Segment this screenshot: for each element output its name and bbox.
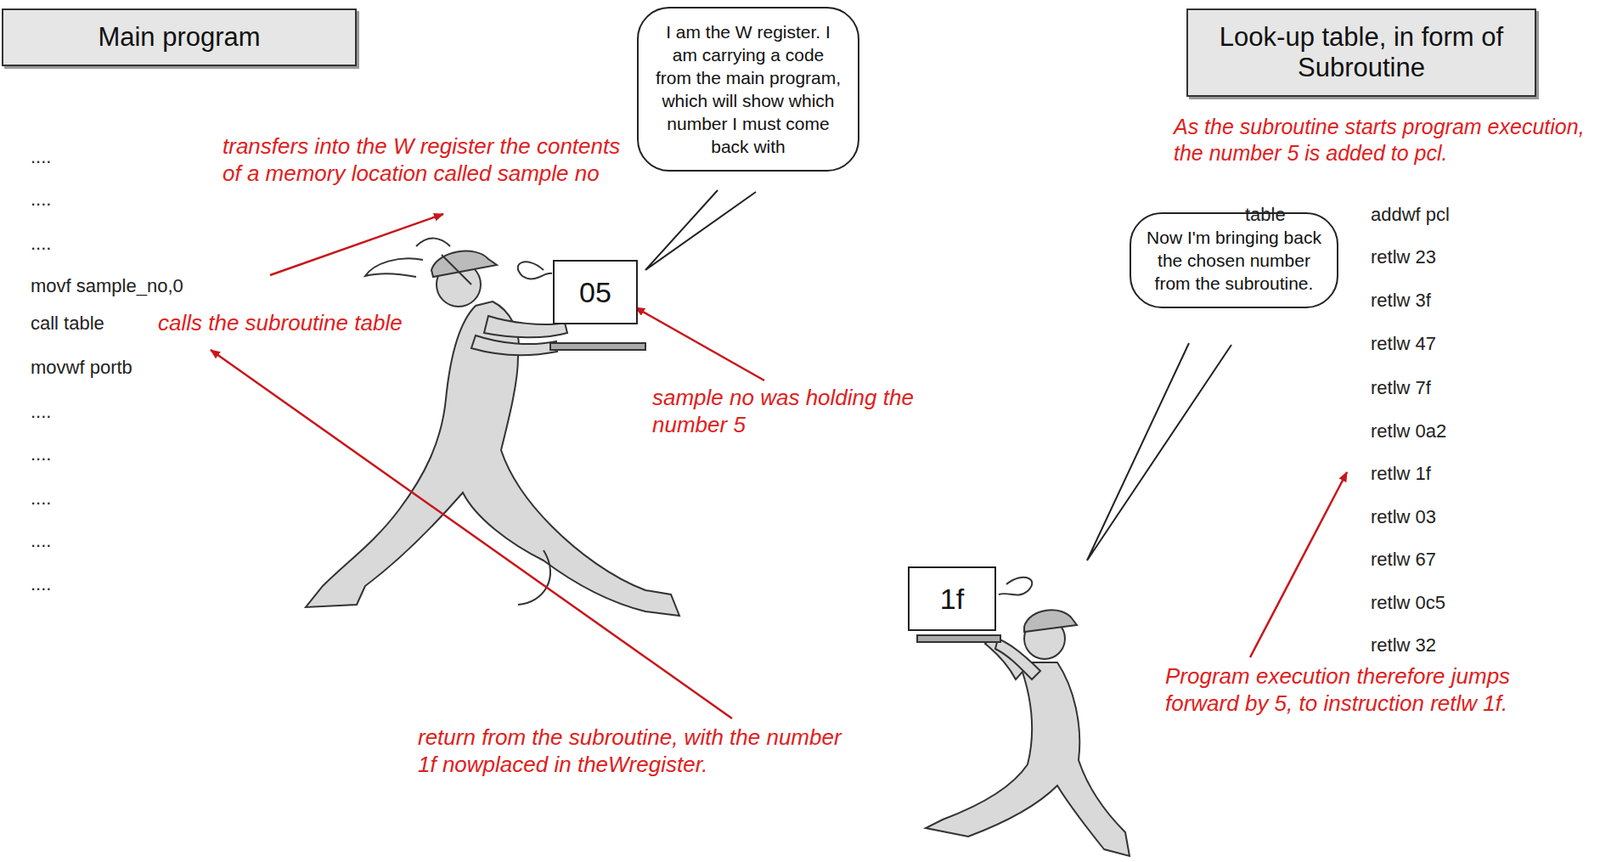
- code-line: retlw 47: [1370, 332, 1437, 355]
- leader-arrow: [1250, 472, 1347, 658]
- value-box: 1f: [907, 566, 997, 631]
- motion-swirl: [998, 577, 1032, 596]
- annotation: calls the subroutine table: [157, 309, 403, 337]
- box-text: 1f: [914, 581, 990, 616]
- code-line: retlw 0a2: [1370, 420, 1447, 443]
- code-line: retlw 1f: [1370, 462, 1431, 485]
- box-text: 05: [559, 275, 631, 310]
- code-line: retlw 03: [1370, 506, 1437, 529]
- runner-figure: [305, 238, 680, 616]
- bubble-tail: [645, 190, 756, 271]
- annotation: As the subroutine starts program executi…: [1173, 113, 1597, 167]
- leader-arrow: [635, 307, 765, 381]
- ellipsis: ....: [30, 443, 51, 466]
- code-line: retlw 23: [1370, 246, 1437, 269]
- subroutine-label: table: [1245, 203, 1286, 226]
- code-line: call table: [30, 312, 105, 335]
- speech-bubble: I am the W register. I am carrying a cod…: [636, 6, 860, 172]
- box-text: Main program: [16, 22, 342, 53]
- code-line: retlw 3f: [1370, 289, 1431, 312]
- ellipsis: ....: [30, 188, 51, 211]
- annotation: return from the subroutine, with the num…: [417, 723, 851, 778]
- heading-box: Main program: [1, 8, 357, 67]
- speech-bubble: Now I'm bringing back the chosen number …: [1129, 212, 1339, 309]
- code-line: addwf pcl: [1370, 203, 1450, 226]
- code-line: retlw 0c5: [1370, 591, 1446, 615]
- annotation: sample no was holding the number 5: [652, 383, 992, 439]
- code-line: retlw 32: [1370, 634, 1437, 657]
- ellipsis: ....: [30, 487, 51, 510]
- ellipsis: ....: [30, 146, 51, 169]
- ellipsis: ....: [30, 400, 51, 423]
- box-text: I am the W register. I am carrying a cod…: [653, 20, 843, 158]
- ellipsis: ....: [30, 232, 51, 255]
- code-line: movf sample_no,0: [30, 275, 184, 298]
- bubble-tail: [1087, 343, 1232, 561]
- ellipsis: ....: [30, 573, 51, 596]
- code-line: movwf portb: [30, 356, 133, 379]
- leader-arrow: [270, 214, 444, 276]
- ellipsis: ....: [30, 529, 51, 553]
- value-box: 05: [552, 259, 638, 325]
- heading-box: Look-up table, in form of Subroutine: [1186, 8, 1537, 97]
- code-line: retlw 67: [1370, 548, 1437, 571]
- annotation: transfers into the W register the conten…: [222, 132, 631, 187]
- annotation: Program execution therefore jumps forwar…: [1165, 662, 1531, 717]
- box-text: Now I'm bringing back the chosen number …: [1146, 225, 1322, 295]
- box-text: Look-up table, in form of Subroutine: [1201, 22, 1522, 84]
- motion-swirl: [518, 261, 553, 279]
- runner-figure: [917, 609, 1130, 857]
- code-line: retlw 7f: [1370, 377, 1431, 400]
